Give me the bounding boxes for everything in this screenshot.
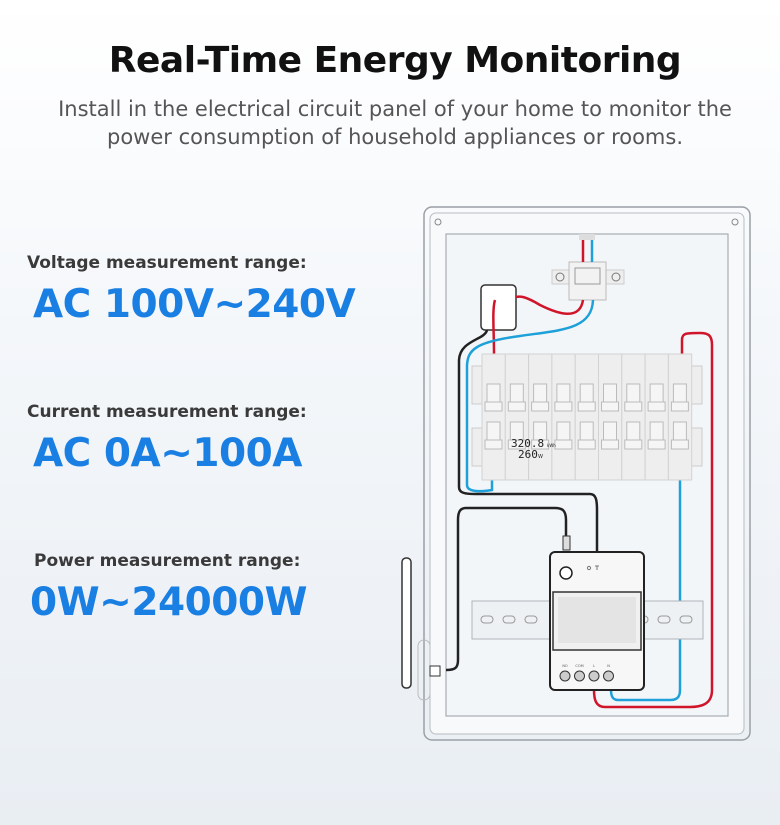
breaker-toggle bbox=[649, 383, 664, 403]
breaker-module bbox=[504, 353, 530, 481]
breaker-toggle-base bbox=[577, 439, 596, 450]
breaker-toggle bbox=[603, 383, 617, 403]
screw-icon bbox=[611, 272, 621, 282]
breaker-toggle-base bbox=[670, 439, 689, 450]
breaker-toggle-base bbox=[601, 401, 619, 412]
subtitle-line-1: Install in the electrical circuit panel … bbox=[58, 97, 732, 121]
breaker-row bbox=[481, 353, 693, 481]
display-energy: 320.8 bbox=[511, 437, 544, 450]
panel-outer-frame bbox=[423, 206, 751, 741]
antenna-icon bbox=[401, 557, 412, 689]
breaker-toggle bbox=[672, 383, 687, 403]
terminal-screw-icon bbox=[603, 670, 614, 682]
breaker-module bbox=[528, 353, 553, 481]
load-neutral-wire bbox=[609, 480, 682, 702]
breaker-toggle bbox=[533, 383, 548, 403]
terminal-label: COM bbox=[575, 664, 583, 668]
breaker-toggle bbox=[509, 383, 524, 403]
voltage-range-value: AC 100V~240V bbox=[33, 282, 356, 327]
voltage-range-label: Voltage measurement range: bbox=[27, 253, 307, 273]
antenna-port bbox=[562, 535, 571, 551]
screw-icon bbox=[555, 272, 565, 282]
breaker-toggle bbox=[556, 383, 571, 403]
breaker-module bbox=[667, 353, 693, 481]
terminal-screw-icon bbox=[559, 670, 571, 682]
breaker-toggle bbox=[556, 421, 571, 441]
page-title: Real-Time Energy Monitoring bbox=[108, 40, 682, 81]
breaker-toggle-base bbox=[647, 401, 666, 412]
breaker-module bbox=[574, 353, 600, 481]
breaker-module bbox=[551, 353, 576, 481]
page-subtitle: Install in the electrical circuit panel … bbox=[0, 95, 780, 151]
terminal-ear bbox=[605, 269, 625, 285]
terminal-slot bbox=[574, 267, 601, 285]
terminal-screw-icon bbox=[574, 670, 585, 682]
breaker-module bbox=[598, 353, 623, 481]
breaker-module bbox=[644, 353, 669, 481]
breaker-toggle-base bbox=[624, 439, 643, 450]
breaker-toggle bbox=[579, 383, 594, 403]
pairing-button bbox=[559, 566, 573, 580]
breaker-module bbox=[621, 353, 646, 481]
power-range-value: 0W~24000W bbox=[30, 580, 308, 625]
power-range-label: Power measurement range: bbox=[34, 551, 301, 571]
subtitle-line-2: power consumption of household appliance… bbox=[106, 125, 684, 149]
power-led-icon bbox=[595, 565, 599, 570]
breaker-module bbox=[481, 353, 506, 481]
wifi-led-icon bbox=[586, 565, 592, 571]
device-screen bbox=[558, 597, 636, 643]
display-power-unit: W bbox=[538, 454, 543, 460]
antenna-connector bbox=[429, 665, 441, 677]
live-wire bbox=[515, 240, 585, 315]
screw-icon bbox=[434, 218, 442, 226]
terminal-screw-icon bbox=[588, 670, 600, 682]
breaker-toggle-base bbox=[507, 401, 526, 412]
current-range-value: AC 0A~100A bbox=[33, 431, 302, 476]
antenna-cable bbox=[445, 506, 568, 672]
breaker-toggle bbox=[486, 421, 501, 441]
current-clamp-icon bbox=[480, 284, 517, 331]
breaker-toggle-base bbox=[531, 439, 550, 450]
breaker-toggle-base bbox=[647, 439, 666, 450]
load-live-wire bbox=[592, 331, 714, 709]
breaker-toggle-base bbox=[484, 439, 503, 450]
breaker-toggle-base bbox=[554, 439, 573, 450]
display-power: 260 bbox=[518, 448, 538, 461]
terminal-label: N bbox=[607, 664, 610, 668]
signal-wire bbox=[457, 329, 599, 552]
display-energy-unit: kWh bbox=[547, 443, 556, 448]
breaker-toggle-base bbox=[601, 439, 619, 450]
neutral-wire bbox=[465, 240, 595, 493]
breaker-toggle bbox=[626, 383, 641, 403]
breaker-toggle-base bbox=[624, 401, 643, 412]
breaker-toggle-base bbox=[507, 439, 526, 450]
live-wire bbox=[492, 299, 497, 355]
terminal-label: NO bbox=[562, 664, 568, 668]
screw-icon bbox=[731, 218, 739, 226]
breaker-toggle bbox=[579, 421, 594, 441]
breaker-toggle bbox=[649, 421, 664, 441]
breaker-toggle-base bbox=[577, 401, 596, 412]
breaker-toggle bbox=[603, 421, 617, 441]
breaker-toggle-base bbox=[484, 401, 503, 412]
breaker-toggle bbox=[672, 421, 687, 441]
terminal-ear bbox=[551, 269, 571, 285]
cable-entry bbox=[579, 234, 595, 240]
breaker-toggle bbox=[486, 383, 501, 403]
terminal-label: L bbox=[593, 664, 595, 668]
terminal-row: NO COM L N bbox=[559, 664, 614, 682]
breaker-toggle-base bbox=[670, 401, 689, 412]
current-range-label: Current measurement range: bbox=[27, 402, 307, 422]
breaker-toggle-base bbox=[554, 401, 573, 412]
breaker-toggle-base bbox=[531, 401, 550, 412]
breaker-toggle bbox=[626, 421, 641, 441]
